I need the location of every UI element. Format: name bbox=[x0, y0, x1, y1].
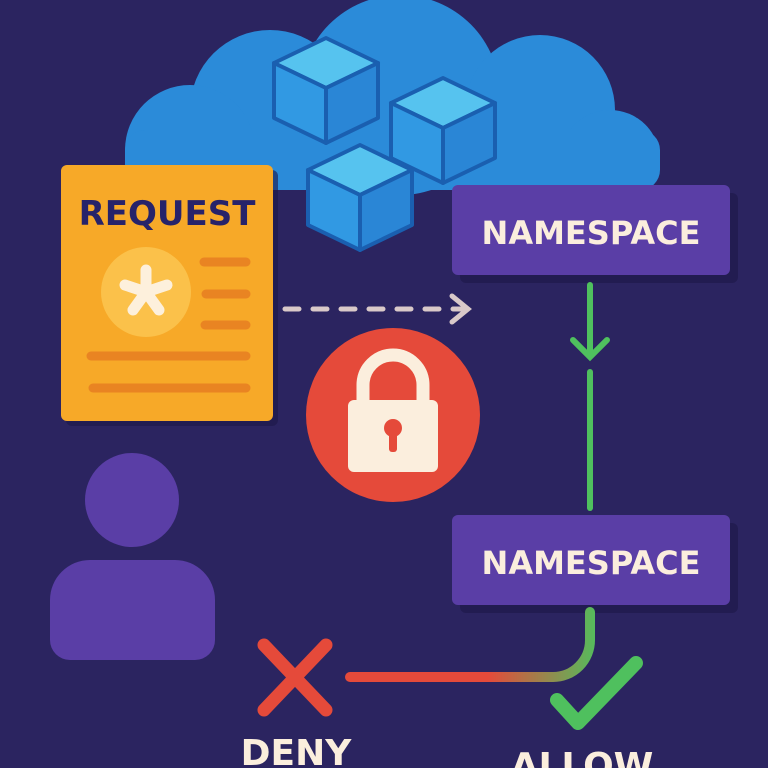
user-icon bbox=[50, 453, 215, 660]
container-cube-icon bbox=[272, 36, 380, 145]
checkmark-icon bbox=[550, 656, 643, 730]
flow-arrow bbox=[570, 282, 610, 511]
request-card: REQUEST bbox=[61, 165, 278, 426]
request-title: REQUEST bbox=[79, 194, 257, 234]
namespace-label: NAMESPACE bbox=[482, 214, 701, 252]
padlock-icon bbox=[306, 328, 480, 502]
namespace-box: NAMESPACE bbox=[452, 515, 738, 613]
asterisk-icon bbox=[119, 264, 173, 316]
text-lines bbox=[86, 257, 251, 393]
container-cube-icon bbox=[389, 76, 497, 185]
container-cube-icon bbox=[306, 143, 414, 252]
allow-label: ALLOW bbox=[511, 746, 654, 768]
x-mark-icon bbox=[257, 638, 333, 717]
deny-label: DENY bbox=[241, 733, 353, 768]
namespace-label: NAMESPACE bbox=[482, 544, 701, 582]
decision-path bbox=[345, 607, 595, 682]
dashed-arrow bbox=[282, 293, 472, 325]
namespace-box: NAMESPACE bbox=[452, 185, 738, 283]
